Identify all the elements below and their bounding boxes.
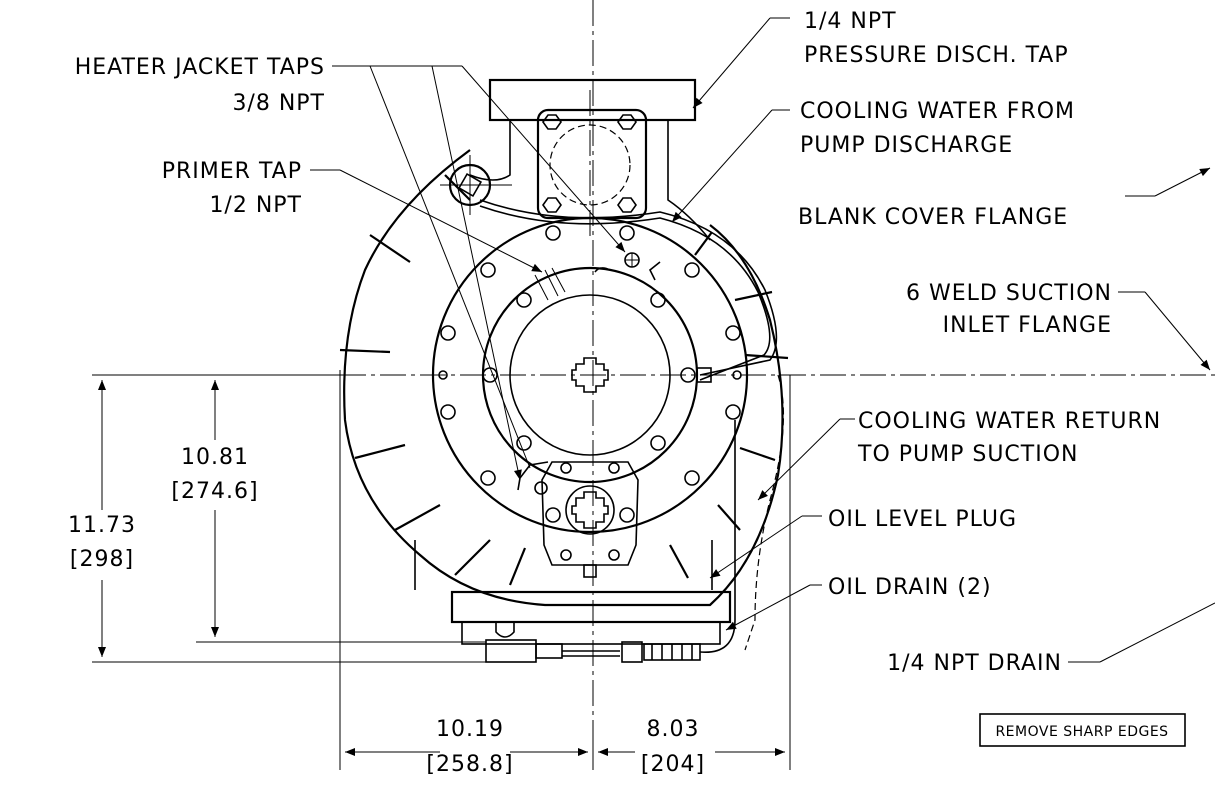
note-box: REMOVE SHARP EDGES — [979, 713, 1186, 747]
height-center-value: 10.81 — [181, 445, 249, 470]
height-total-mm: [298] — [70, 547, 134, 572]
width-right-value: 8.03 — [647, 717, 700, 742]
center-lines — [300, 0, 1215, 720]
cooling-from-label-2: PUMP DISCHARGE — [800, 133, 1013, 158]
cover-bolts — [438, 225, 742, 523]
oil-level-plug-label: OIL LEVEL PLUG — [828, 507, 1017, 532]
callout-labels: 1/4 NPT PRESSURE DISCH. TAP HEATER JACKE… — [75, 9, 1161, 676]
dimension-labels: 11.73 [298] 10.81 [274.6] 10.19 [258.8] … — [68, 445, 705, 777]
oil-drain-label: OIL DRAIN (2) — [828, 575, 992, 600]
note-text: REMOVE SHARP EDGES — [995, 724, 1168, 740]
bearing-housing — [517, 461, 639, 578]
primer-tap-label-1: PRIMER TAP — [162, 159, 302, 184]
cooling-from-label-1: COOLING WATER FROM — [800, 99, 1075, 124]
spline-shaft — [571, 357, 609, 393]
heater-jacket-label-1: HEATER JACKET TAPS — [75, 55, 325, 80]
heater-jacket-label-2: 3/8 NPT — [232, 91, 325, 116]
width-left-mm: [258.8] — [426, 752, 513, 777]
width-right-mm: [204] — [641, 752, 705, 777]
width-left-value: 10.19 — [436, 717, 504, 742]
cooling-return-label-1: COOLING WATER RETURN — [858, 409, 1161, 434]
height-total-value: 11.73 — [68, 513, 136, 538]
pressure-tap-label-1: 1/4 NPT — [804, 9, 897, 34]
square-discharge-flange — [536, 108, 648, 220]
primer-tap-label-2: 1/2 NPT — [209, 193, 302, 218]
suction-flange-label-2: INLET FLANGE — [943, 313, 1112, 338]
suction-flange-label-1: 6 WELD SUCTION — [906, 281, 1112, 306]
flange-bolts — [542, 114, 637, 213]
shaft-bore — [509, 294, 671, 456]
drain-fittings — [485, 420, 736, 663]
cooling-water-line — [479, 199, 778, 376]
pump-body — [339, 78, 789, 663]
pressure-tap-label-2: PRESSURE DISCH. TAP — [804, 43, 1069, 68]
cooling-fins — [339, 174, 789, 586]
leader-lines — [310, 17, 1215, 663]
cooling-return-label-2: TO PUMP SUCTION — [857, 442, 1079, 467]
height-center-mm: [274.6] — [171, 479, 258, 504]
dimension-lines — [92, 370, 791, 770]
volute-outline — [343, 149, 784, 607]
npt-drain-label: 1/4 NPT DRAIN — [887, 651, 1062, 676]
blank-cover-label: BLANK COVER FLANGE — [798, 205, 1068, 230]
